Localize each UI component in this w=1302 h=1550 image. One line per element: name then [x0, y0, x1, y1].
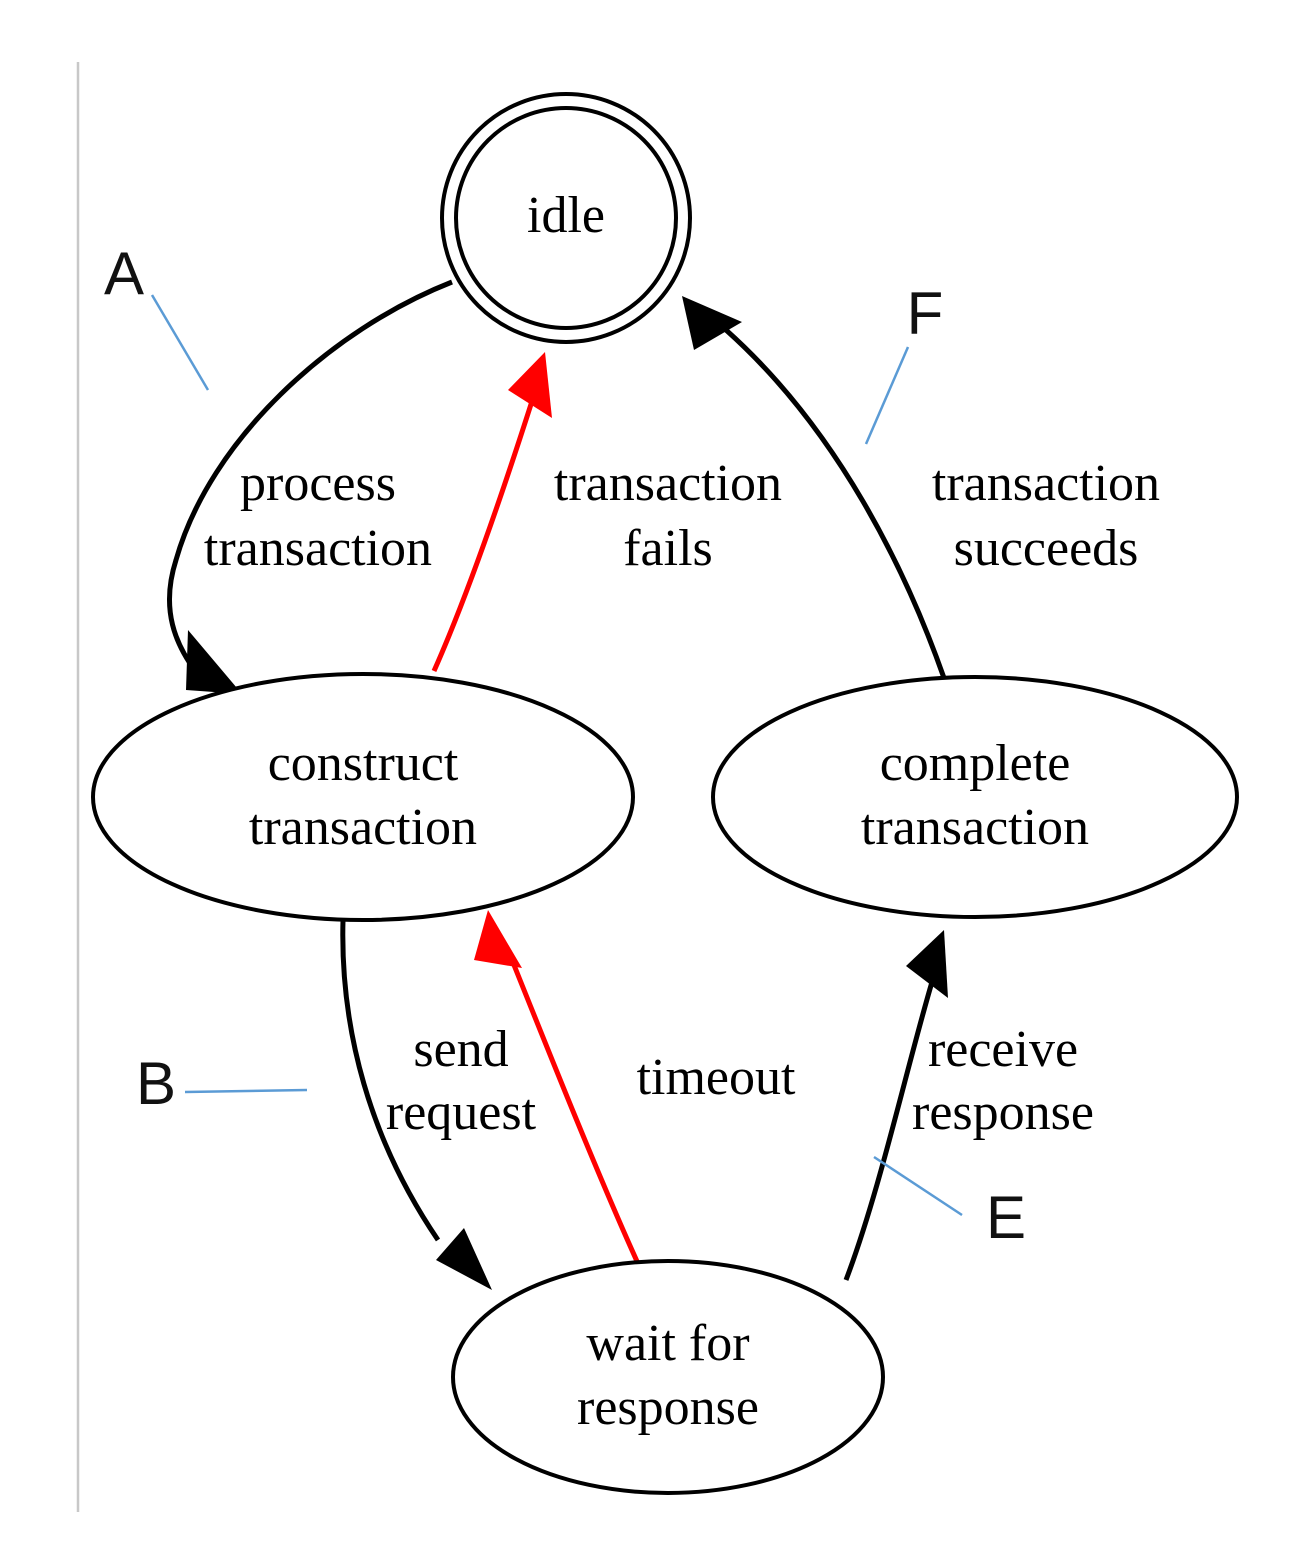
edge-label-send-request-line1: send	[413, 1021, 508, 1078]
annotation-marker-f: F	[864, 280, 944, 445]
edge-send-request-path	[340, 919, 441, 1242]
edge-transaction-fails-arrowhead	[508, 352, 552, 418]
state-construct-ellipse	[91, 672, 635, 922]
state-idle-label: idle	[527, 187, 605, 244]
state-construct-label-line2: transaction	[249, 799, 477, 856]
state-wait-ellipse	[451, 1259, 885, 1495]
edge-transaction-succeeds	[682, 296, 947, 679]
edge-timeout-arrowhead	[474, 910, 522, 968]
annotation-a-label: A	[104, 240, 144, 307]
annotation-b-leader-line	[184, 1088, 308, 1094]
edge-transaction-fails-path	[431, 397, 536, 673]
edge-label-receive-response: receive response	[912, 1021, 1094, 1141]
edge-label-send-request-line2: request	[386, 1084, 537, 1141]
state-node-construct-transaction[interactable]: construct transaction	[91, 672, 635, 922]
annotation-e-label: E	[986, 1184, 1026, 1251]
edge-receive-response	[843, 930, 948, 1281]
edge-receive-response-arrowhead	[906, 930, 948, 998]
annotation-f-label: F	[907, 280, 944, 347]
edge-label-process-transaction-line1: process	[240, 455, 396, 512]
state-node-complete-transaction[interactable]: complete transaction	[711, 675, 1239, 919]
state-complete-label-line2: transaction	[861, 799, 1089, 856]
edge-label-timeout: timeout	[637, 1049, 796, 1106]
edge-timeout	[474, 910, 643, 1270]
annotation-e-leader-line	[873, 1155, 963, 1217]
edge-process-transaction	[167, 279, 453, 694]
edge-label-process-transaction: process transaction	[204, 455, 432, 577]
annotation-marker-a: A	[104, 240, 210, 391]
edge-label-send-request: send request	[386, 1021, 537, 1141]
state-wait-label-line2: response	[577, 1379, 759, 1436]
edge-label-transaction-succeeds: transaction succeeds	[932, 455, 1160, 577]
state-complete-label-line1: complete	[880, 735, 1071, 792]
edge-label-receive-response-line2: response	[912, 1084, 1094, 1141]
edge-transaction-succeeds-arrowhead	[682, 296, 742, 350]
edge-label-process-transaction-line2: transaction	[204, 520, 432, 577]
state-complete-ellipse	[711, 675, 1239, 919]
edge-receive-response-path	[843, 981, 935, 1281]
state-node-wait-for-response[interactable]: wait for response	[451, 1259, 885, 1495]
state-construct-label-line1: construct	[268, 735, 459, 792]
state-node-idle[interactable]: idle	[440, 92, 692, 344]
edge-label-timeout-line1: timeout	[637, 1049, 796, 1106]
edge-send-request-arrowhead	[436, 1228, 492, 1290]
annotation-b-label: B	[136, 1050, 176, 1117]
edge-timeout-path	[509, 959, 643, 1270]
state-wait-label-line1: wait for	[586, 1315, 749, 1372]
edge-label-transaction-fails: transaction fails	[554, 455, 782, 577]
edge-process-transaction-path	[167, 279, 453, 674]
edge-transaction-fails	[431, 352, 552, 673]
annotation-f-leader-line	[864, 346, 910, 445]
state-idle-inner-circle	[454, 106, 678, 330]
edge-process-transaction-arrowhead	[186, 630, 242, 694]
edge-label-receive-response-line1: receive	[928, 1021, 1078, 1078]
annotation-a-leader-line	[150, 294, 210, 391]
annotation-marker-e: E	[873, 1155, 1026, 1251]
edge-label-transaction-succeeds-line1: transaction	[932, 455, 1160, 512]
edge-label-transaction-fails-line1: transaction	[554, 455, 782, 512]
edge-label-transaction-succeeds-line2: succeeds	[954, 520, 1139, 577]
edge-transaction-succeeds-path	[724, 328, 947, 679]
annotation-marker-b: B	[136, 1050, 308, 1117]
edge-label-transaction-fails-line2: fails	[623, 520, 713, 577]
edge-send-request	[340, 919, 492, 1290]
